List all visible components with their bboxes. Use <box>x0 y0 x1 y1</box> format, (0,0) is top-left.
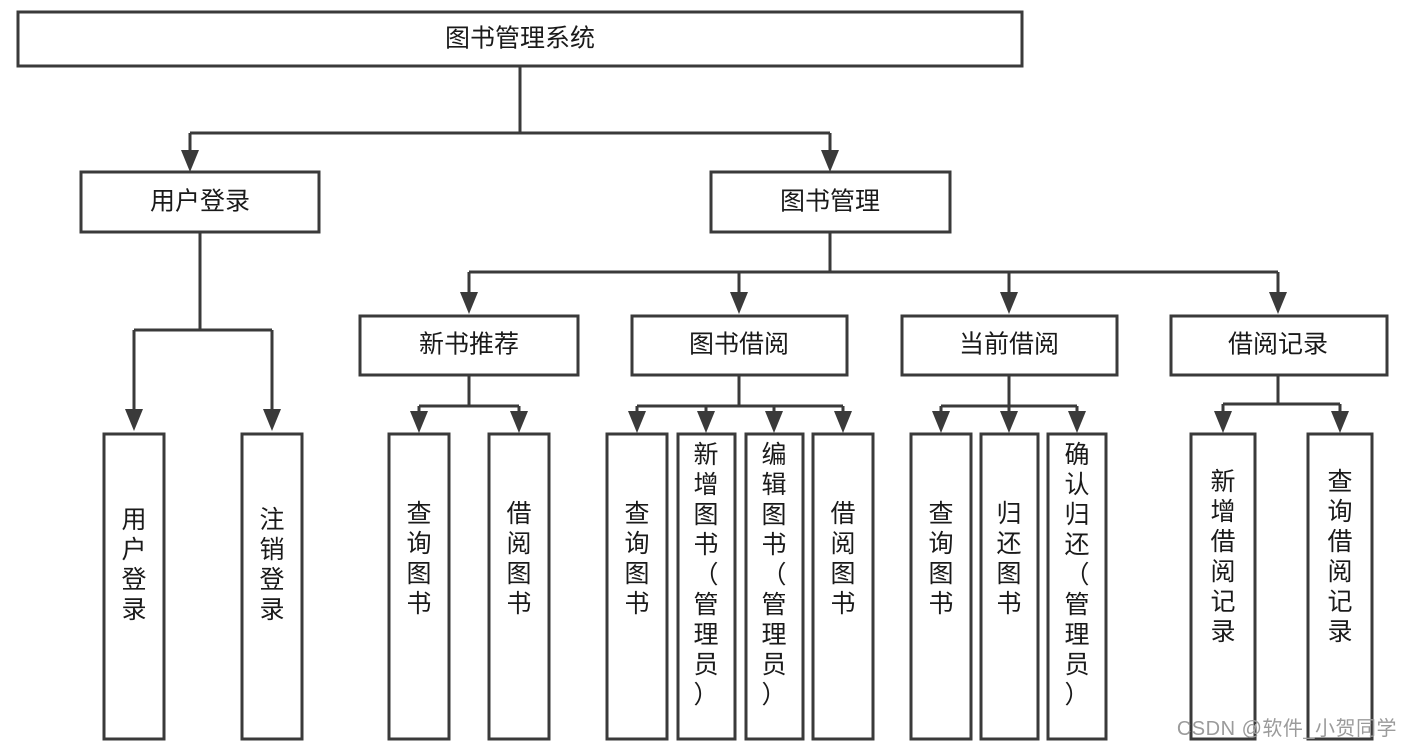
leaf-node[interactable]: 借阅图书 <box>487 432 551 741</box>
node-current-borrow-label: 当前借阅 <box>959 331 1059 359</box>
leaf-node[interactable]: 查询借阅记录 <box>1306 432 1374 741</box>
leaf-add-book-admin-label: 新增图书（管理员） <box>693 441 718 709</box>
node-book-management-label: 图书管理 <box>780 188 880 216</box>
node-book-borrow[interactable]: 图书借阅 <box>630 314 849 377</box>
leaf-node[interactable]: 新增图书（管理员） <box>676 432 737 741</box>
node-user-login-label: 用户登录 <box>150 188 250 216</box>
leaf-query-book-current-label: 查询图书 <box>928 500 953 618</box>
connector-root-to-level2 <box>181 66 839 172</box>
node-book-borrow-label: 图书借阅 <box>689 331 789 359</box>
csdn-watermark: CSDN @软件_小贺同学 <box>1176 718 1397 740</box>
leaf-node[interactable]: 注销登录 <box>240 432 304 741</box>
connector-borrowrecord-to-leaves <box>1214 375 1349 433</box>
leaf-node[interactable]: 编辑图书（管理员） <box>744 432 805 741</box>
leaf-confirm-return-admin-label: 确认归还（管理员） <box>1064 441 1089 709</box>
leaf-query-book-recommend-label: 查询图书 <box>406 500 431 618</box>
node-user-login[interactable]: 用户登录 <box>79 170 321 234</box>
connector-bookborrow-to-leaves <box>628 375 852 433</box>
node-new-book-recommend-label: 新书推荐 <box>419 331 519 359</box>
leaf-query-book-borrow-label: 查询图书 <box>624 500 649 618</box>
leaf-borrow-book-label: 借阅图书 <box>830 500 855 618</box>
node-borrow-record-label: 借阅记录 <box>1228 331 1328 359</box>
connector-currentborrow-to-leaves <box>932 375 1086 433</box>
leaf-query-borrow-record-label: 查询借阅记录 <box>1327 468 1352 646</box>
leaf-logout-label: 注销登录 <box>259 506 284 624</box>
leaf-borrow-book-recommend-label: 借阅图书 <box>506 500 531 618</box>
node-current-borrow[interactable]: 当前借阅 <box>900 314 1119 377</box>
node-book-management[interactable]: 图书管理 <box>709 170 952 234</box>
connector-bookmgmt-to-level3 <box>460 232 1287 314</box>
leaf-add-borrow-record-label: 新增借阅记录 <box>1210 468 1235 646</box>
leaf-node[interactable]: 查询图书 <box>387 432 451 741</box>
connector-newbook-to-leaves <box>410 375 528 433</box>
connector-userlogin-to-leaves <box>125 232 281 431</box>
node-borrow-record[interactable]: 借阅记录 <box>1169 314 1389 377</box>
node-root-system-label: 图书管理系统 <box>445 25 595 53</box>
leaf-node[interactable]: 借阅图书 <box>811 432 875 741</box>
leaf-node[interactable]: 归还图书 <box>979 432 1040 741</box>
leaf-node[interactable]: 确认归还（管理员） <box>1046 432 1108 741</box>
leaf-edit-book-admin-label: 编辑图书（管理员） <box>761 441 786 709</box>
leaf-user-login-label: 用户登录 <box>121 506 146 624</box>
node-new-book-recommend[interactable]: 新书推荐 <box>358 314 580 377</box>
leaf-node[interactable]: 新增借阅记录 <box>1189 432 1257 741</box>
leaf-node[interactable]: 用户登录 <box>102 432 166 741</box>
leaf-return-book-label: 归还图书 <box>996 500 1021 618</box>
leaf-node[interactable]: 查询图书 <box>605 432 669 741</box>
node-root-system[interactable]: 图书管理系统 <box>16 10 1024 68</box>
leaf-node[interactable]: 查询图书 <box>909 432 973 741</box>
